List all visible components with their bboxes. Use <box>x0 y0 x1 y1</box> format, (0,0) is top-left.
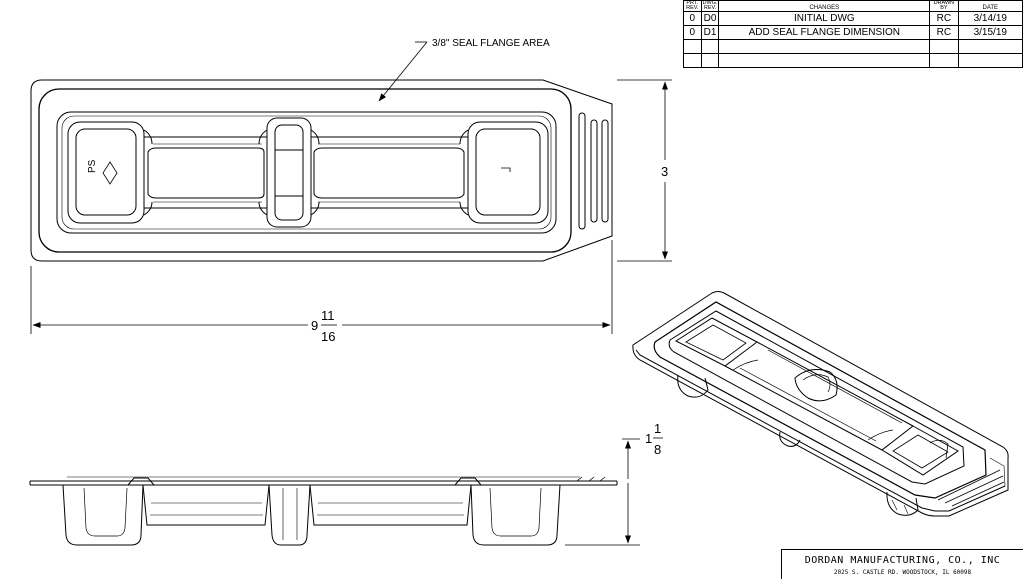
recycle-icon: PS <box>87 159 118 185</box>
revision-row-empty <box>683 53 1023 68</box>
seal-flange-leader <box>378 41 428 102</box>
length-dim-whole: 9 <box>311 318 318 333</box>
length-dimension <box>30 240 613 334</box>
isometric-view <box>632 291 1009 517</box>
iso-outer-flange <box>632 291 1009 517</box>
right-channel <box>311 136 468 209</box>
tab-rib <box>601 119 609 223</box>
side-right-pocket <box>470 484 561 546</box>
seal-flange-boundary <box>38 88 572 253</box>
iso-foot <box>677 374 709 398</box>
side-left-pocket <box>62 484 144 546</box>
depth-dim-denominator: 8 <box>654 442 661 457</box>
depth-dim-whole: 1 <box>645 431 652 446</box>
length-dim-denominator: 16 <box>321 329 335 344</box>
company-name: DORDAN MANUFACTURING, CO., INC <box>804 555 1001 566</box>
tab-rib <box>578 112 586 230</box>
revision-row-empty <box>683 39 1023 54</box>
recycle-code: PS <box>87 159 98 173</box>
side-center-pocket <box>268 484 311 546</box>
top-view <box>30 79 613 262</box>
right-pocket <box>467 121 549 224</box>
outer-flange-outline <box>30 79 613 262</box>
height-dim-label: 3 <box>661 164 668 179</box>
iso-foot <box>886 491 919 516</box>
depth-dim-numerator: 1 <box>654 421 661 436</box>
left-channel <box>144 136 267 209</box>
side-view <box>29 476 618 546</box>
center-pocket <box>266 117 312 228</box>
cavity-outline <box>56 111 557 234</box>
tab-rib <box>590 119 598 223</box>
iso-foot <box>779 431 801 447</box>
title-block: DORDAN MANUFACTURING, CO., INC 2025 S. C… <box>781 549 1023 579</box>
left-pocket <box>67 121 145 224</box>
company-address: 2025 S. CASTLE RD. WOODSTOCK, IL 60098 <box>833 569 972 576</box>
revision-row: 0 D1 ADD SEAL FLANGE DIMENSION RC 3/15/1… <box>683 25 1023 40</box>
height-dimension <box>617 79 672 262</box>
depth-dimension <box>565 438 640 546</box>
seal-flange-label: 3/8" SEAL FLANGE AREA <box>432 38 550 49</box>
revision-row: 0 D0 INITIAL DWG RC 3/14/19 <box>683 11 1023 26</box>
length-dim-numerator: 11 <box>321 308 335 323</box>
